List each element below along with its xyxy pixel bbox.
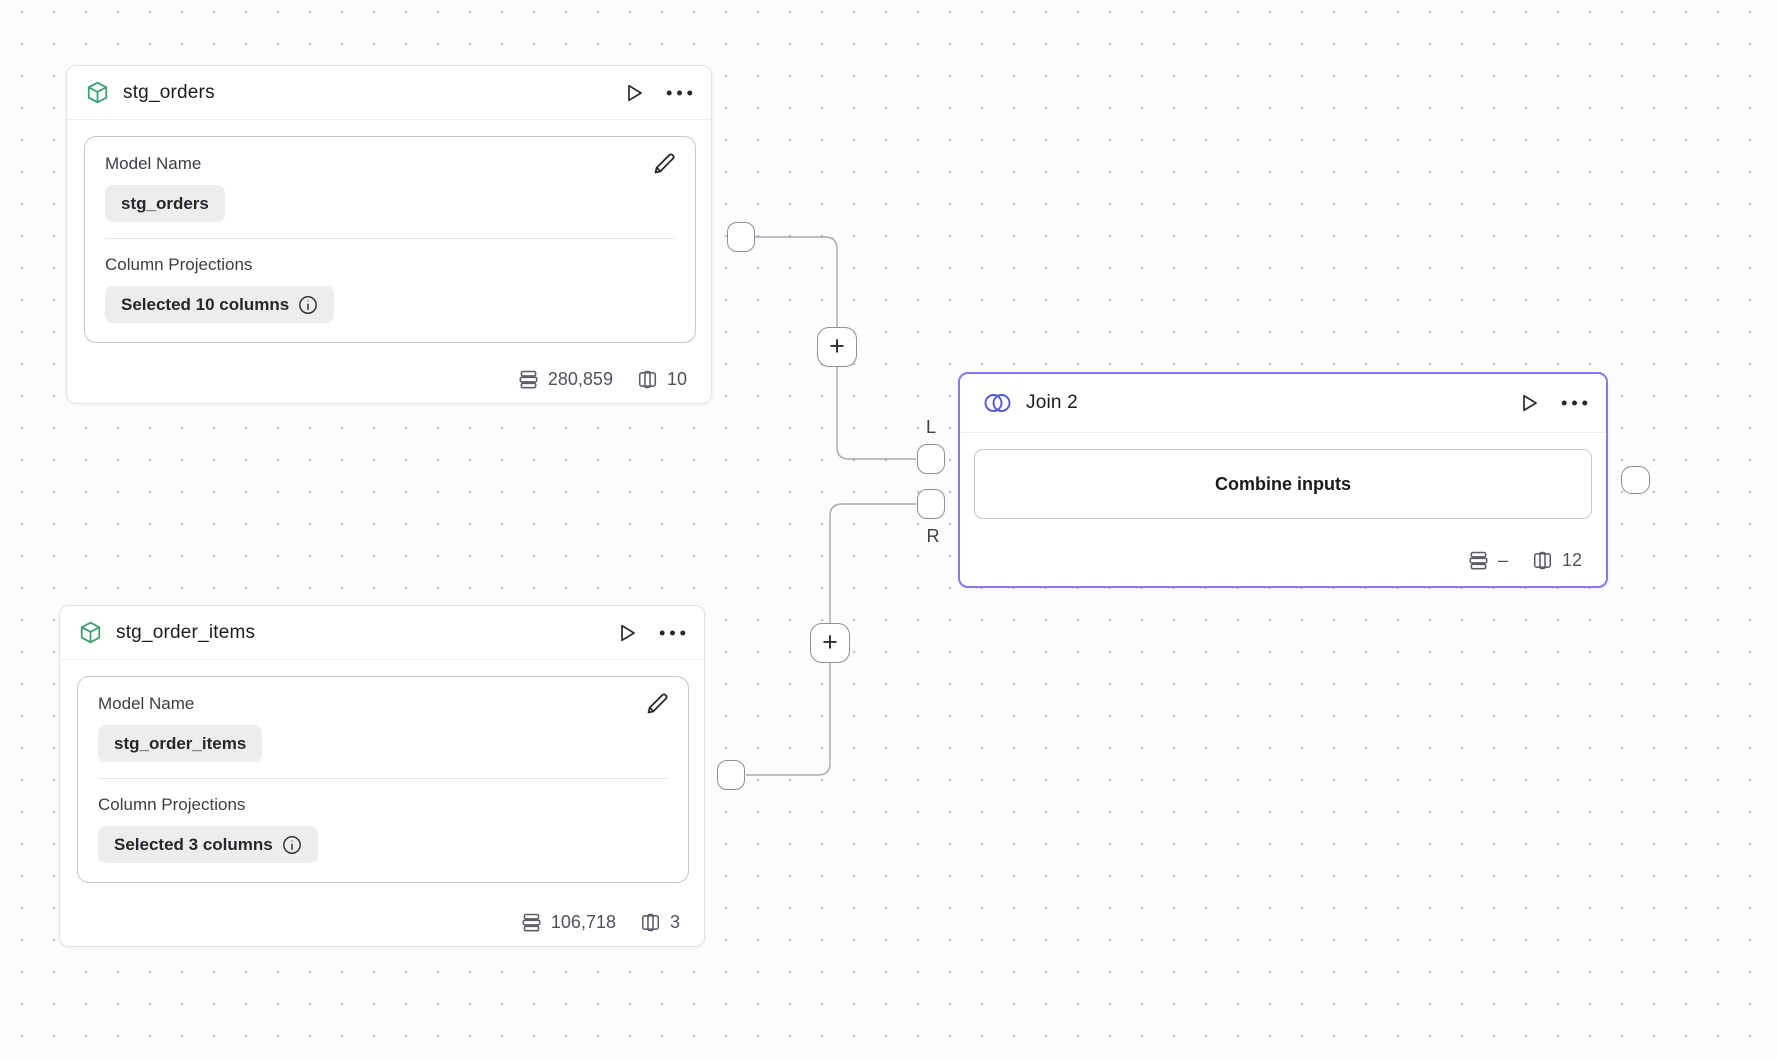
- column-projections-label: Column Projections: [98, 795, 246, 814]
- divider: [105, 238, 675, 239]
- table-rows-icon: [518, 369, 539, 390]
- table-rows-icon: [1468, 550, 1489, 571]
- pencil-icon[interactable]: [651, 150, 678, 177]
- chip-text: stg_order_items: [114, 734, 247, 753]
- node-menu-ellipsis-button[interactable]: [1561, 400, 1588, 406]
- column-count-value: 12: [1561, 550, 1582, 570]
- row-count-value: –: [1497, 550, 1508, 570]
- divider: [98, 778, 668, 779]
- run-node-button[interactable]: [1517, 391, 1541, 415]
- node-menu-ellipsis-button[interactable]: [659, 630, 686, 636]
- run-node-button[interactable]: [622, 81, 646, 105]
- node-header: stg_orders: [67, 66, 711, 120]
- row-count-value: 106,718: [550, 912, 616, 932]
- chip-text: stg_orders: [121, 194, 209, 213]
- cube-icon: [85, 80, 110, 105]
- column-projections-label: Column Projections: [105, 255, 253, 274]
- row-count-stat: –: [1468, 550, 1508, 571]
- row-count-value: 280,859: [547, 369, 613, 389]
- node-header: Join 2: [960, 374, 1606, 433]
- join-right-port-label: R: [926, 526, 940, 546]
- column-projections-chip[interactable]: Selected 3 columns: [98, 826, 318, 863]
- info-icon[interactable]: [298, 295, 318, 315]
- column-count-stat: 12: [1532, 550, 1582, 571]
- port-join-input-right[interactable]: [917, 489, 945, 519]
- table-rows-icon: [521, 912, 542, 933]
- add-step-on-edge-button[interactable]: +: [810, 623, 850, 663]
- node-title: stg_orders: [123, 81, 215, 103]
- model-name-chip[interactable]: stg_order_items: [98, 725, 263, 762]
- model-name-chip[interactable]: stg_orders: [105, 185, 225, 222]
- node-footer: 280,859 10: [67, 369, 711, 403]
- column-count-value: 10: [666, 369, 687, 389]
- row-count-stat: 280,859: [518, 369, 613, 390]
- run-node-button[interactable]: [615, 621, 639, 645]
- node-stg-orders[interactable]: stg_orders Model Name: [66, 65, 712, 404]
- node-body: Model Name stg_order_items Column Projec…: [60, 660, 704, 883]
- join-circles-icon: [982, 391, 1013, 415]
- node-footer: – 12: [960, 550, 1606, 586]
- column-count-value: 3: [669, 912, 680, 932]
- column-count-stat: 10: [637, 369, 687, 390]
- cube-icon: [78, 620, 103, 645]
- model-name-label: Model Name: [98, 694, 195, 713]
- chip-text: Selected 3 columns: [114, 835, 273, 854]
- table-columns-icon: [637, 369, 658, 390]
- port-join-output[interactable]: [1621, 466, 1650, 494]
- add-step-on-edge-button[interactable]: +: [817, 327, 857, 367]
- column-count-stat: 3: [640, 912, 680, 933]
- node-body: Model Name stg_orders Column Projections…: [67, 120, 711, 343]
- row-count-stat: 106,718: [521, 912, 616, 933]
- node-config-card: Model Name stg_orders Column Projections…: [84, 136, 696, 343]
- port-stg-order-items-output[interactable]: [717, 760, 745, 790]
- table-columns-icon: [1532, 550, 1553, 571]
- node-stg-order-items[interactable]: stg_order_items Model Name: [59, 605, 705, 947]
- port-stg-orders-output[interactable]: [727, 222, 755, 252]
- port-join-input-left[interactable]: [917, 444, 945, 474]
- node-footer: 106,718 3: [60, 912, 704, 946]
- table-columns-icon: [640, 912, 661, 933]
- node-join-2[interactable]: Join 2 Combine inputs: [958, 372, 1608, 588]
- node-title: stg_order_items: [116, 621, 256, 643]
- column-projections-chip[interactable]: Selected 10 columns: [105, 286, 335, 323]
- node-menu-ellipsis-button[interactable]: [666, 90, 693, 96]
- pencil-icon[interactable]: [644, 690, 671, 717]
- node-header: stg_order_items: [60, 606, 704, 660]
- chip-text: Selected 10 columns: [121, 295, 290, 314]
- node-config-card: Model Name stg_order_items Column Projec…: [77, 676, 689, 883]
- model-name-label: Model Name: [105, 154, 202, 173]
- join-left-port-label: L: [925, 417, 936, 437]
- info-icon[interactable]: [282, 835, 302, 855]
- node-title: Join 2: [1026, 392, 1078, 413]
- combine-inputs-button[interactable]: Combine inputs: [974, 449, 1592, 519]
